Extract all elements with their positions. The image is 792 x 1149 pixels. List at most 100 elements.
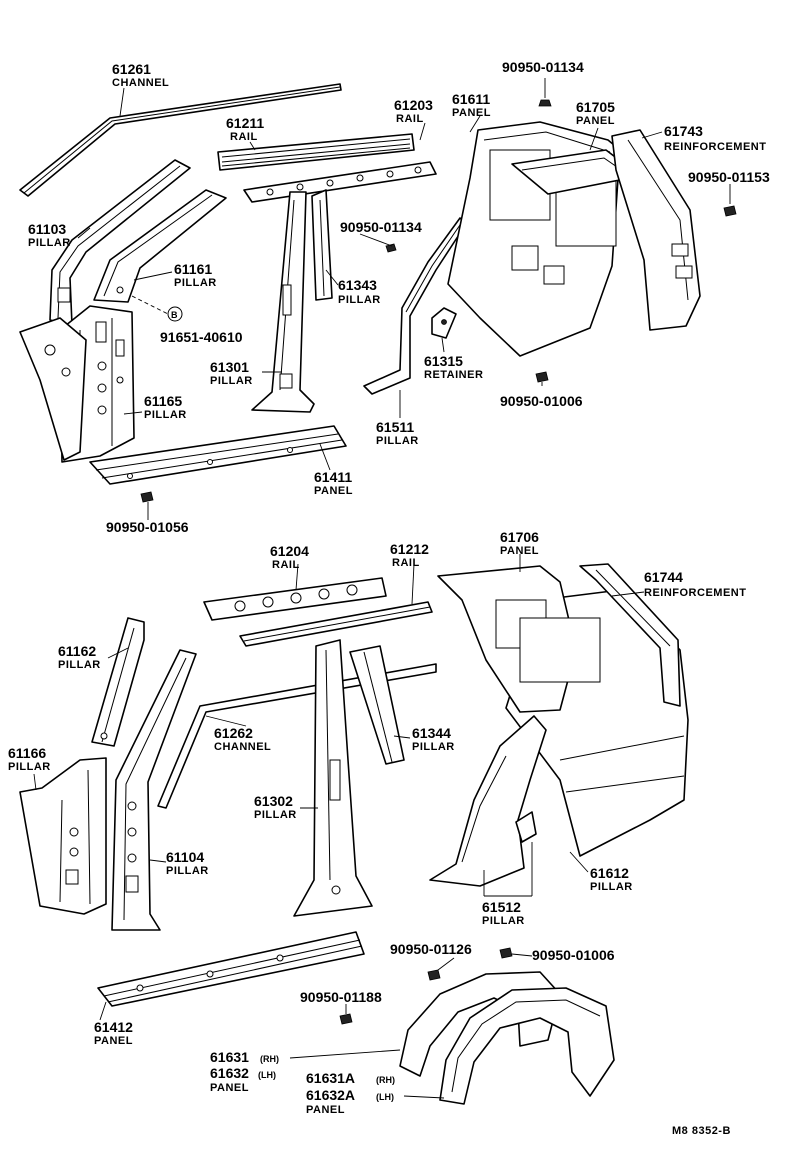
- label-61301-word: PILLAR: [210, 375, 253, 387]
- label-61344-word: PILLAR: [412, 741, 455, 753]
- part-61301-pillar[interactable]: [251, 191, 315, 413]
- label-61705-number: 61705: [576, 99, 615, 115]
- label-61162-number: 61162: [58, 643, 96, 659]
- label-61261-number: 61261: [112, 61, 151, 77]
- label-61632-side: (LH): [258, 1070, 276, 1080]
- label-61315-word: RETAINER: [424, 369, 483, 381]
- label-61611-word: PANEL: [452, 107, 491, 119]
- part-61631a-wheelhouse-panel[interactable]: [439, 987, 615, 1105]
- part-61743-reinforcement[interactable]: [611, 129, 701, 331]
- label-61343-word: PILLAR: [338, 294, 381, 306]
- part-61706-panel[interactable]: [437, 565, 601, 713]
- diagram-code: M8 8352-B: [672, 1125, 731, 1137]
- label-61103-word: PILLAR: [28, 237, 71, 249]
- label-61631a-side: (RH): [376, 1075, 395, 1085]
- label-61165-number: 61165: [144, 393, 182, 409]
- label-61744-word: REINFORCEMENT: [644, 587, 746, 599]
- part-front-pillar-inner: [19, 317, 87, 461]
- clip-90950-01153[interactable]: [723, 205, 737, 217]
- part-61212-rail[interactable]: [239, 601, 433, 647]
- label-61211-word: RAIL: [230, 131, 258, 143]
- label-61632a-side: (LH): [376, 1092, 394, 1102]
- label-61165-word: PILLAR: [144, 409, 187, 421]
- label-61612-number: 61612: [590, 865, 629, 881]
- part-61261-channel[interactable]: [19, 83, 342, 197]
- label-61212-word: RAIL: [392, 557, 420, 569]
- part-61104-pillar[interactable]: [111, 649, 197, 931]
- label-61411-word: PANEL: [314, 485, 353, 497]
- label-61411-number: 61411: [314, 469, 352, 485]
- label-fastener-90950-01153: 90950-01153: [688, 169, 770, 185]
- label-61204-word: RAIL: [272, 559, 300, 571]
- part-61302-pillar[interactable]: [293, 639, 373, 917]
- clip-90950-01126[interactable]: [427, 969, 441, 981]
- leader-lines: [33, 78, 731, 1099]
- part-61744-reinforcement[interactable]: [579, 563, 681, 707]
- part-61411-panel[interactable]: [89, 425, 347, 485]
- part-61343-pillar[interactable]: [311, 189, 333, 301]
- label-61204-number: 61204: [270, 543, 309, 559]
- clip-90950-01134-top[interactable]: [538, 99, 552, 107]
- label-61705-word: PANEL: [576, 115, 615, 127]
- part-61211-rail[interactable]: [217, 133, 415, 171]
- label-61262-number: 61262: [214, 725, 253, 741]
- label-61631-61632-word: PANEL: [210, 1082, 249, 1094]
- label-61412-word: PANEL: [94, 1035, 133, 1047]
- label-61301-number: 61301: [210, 359, 249, 375]
- part-61315-retainer[interactable]: [431, 307, 457, 339]
- part-61162-pillar[interactable]: [91, 617, 145, 747]
- label-fastener-90950-01188: 90950-01188: [300, 989, 382, 1005]
- clip-90950-01188[interactable]: [339, 1013, 353, 1025]
- clip-90950-01134-mid[interactable]: [385, 243, 397, 253]
- label-61631a-number: 61631A: [306, 1070, 355, 1086]
- label-61261-word: CHANNEL: [112, 77, 169, 89]
- label-61203-word: RAIL: [396, 113, 424, 125]
- label-61631-number: 61631: [210, 1049, 249, 1065]
- label-61212-number: 61212: [390, 541, 429, 557]
- label-fastener-90950-01134-mid: 90950-01134: [340, 219, 422, 235]
- label-61412-number: 61412: [94, 1019, 133, 1035]
- label-61511-number: 61511: [376, 419, 414, 435]
- label-61743-word: REINFORCEMENT: [664, 141, 766, 153]
- clip-90950-01006-top[interactable]: [535, 371, 549, 383]
- label-61166-number: 61166: [8, 745, 46, 761]
- part-61204-rail[interactable]: [203, 577, 387, 621]
- label-61706-number: 61706: [500, 529, 539, 545]
- label-61315-number: 61315: [424, 353, 463, 369]
- part-61161-pillar[interactable]: [93, 189, 227, 303]
- part-61103-pillar[interactable]: [49, 159, 191, 326]
- label-61262-word: CHANNEL: [214, 741, 271, 753]
- clip-90950-01006-bottom[interactable]: [499, 947, 513, 959]
- part-61344-pillar[interactable]: [349, 645, 405, 765]
- label-fastener-90950-01006-bottom: 90950-01006: [532, 947, 615, 963]
- bolt-91651-40610[interactable]: [167, 306, 183, 322]
- label-fastener-90950-01006-top: 90950-01006: [500, 393, 583, 409]
- label-61103-number: 61103: [28, 221, 66, 237]
- label-fastener-90950-01134-top: 90950-01134: [502, 59, 584, 75]
- clip-90950-01056[interactable]: [140, 491, 154, 503]
- part-61262-channel[interactable]: [157, 663, 437, 809]
- bolt-marker-letter: B: [171, 310, 178, 320]
- part-61203-rail[interactable]: [243, 161, 437, 203]
- label-61161-number: 61161: [174, 261, 212, 277]
- label-61512-number: 61512: [482, 899, 521, 915]
- label-61162-word: PILLAR: [58, 659, 101, 671]
- part-61166-pillar[interactable]: [19, 757, 107, 915]
- label-fastener-90950-01056: 90950-01056: [106, 519, 189, 535]
- label-61302-number: 61302: [254, 793, 293, 809]
- label-61611-number: 61611: [452, 91, 490, 107]
- label-61612-word: PILLAR: [590, 881, 633, 893]
- label-61632a-number: 61632A: [306, 1087, 355, 1103]
- label-61166-word: PILLAR: [8, 761, 51, 773]
- label-61343-number: 61343: [338, 277, 377, 293]
- label-fastener-90950-01126: 90950-01126: [390, 941, 472, 957]
- part-61512-pillar[interactable]: [429, 715, 547, 887]
- label-61203-number: 61203: [394, 97, 433, 113]
- label-61104-number: 61104: [166, 849, 204, 865]
- label-61706-word: PANEL: [500, 545, 539, 557]
- label-61211-number: 61211: [226, 115, 264, 131]
- label-61632-number: 61632: [210, 1065, 249, 1081]
- label-61302-word: PILLAR: [254, 809, 297, 821]
- label-61344-number: 61344: [412, 725, 451, 741]
- part-61412-panel[interactable]: [97, 931, 365, 1007]
